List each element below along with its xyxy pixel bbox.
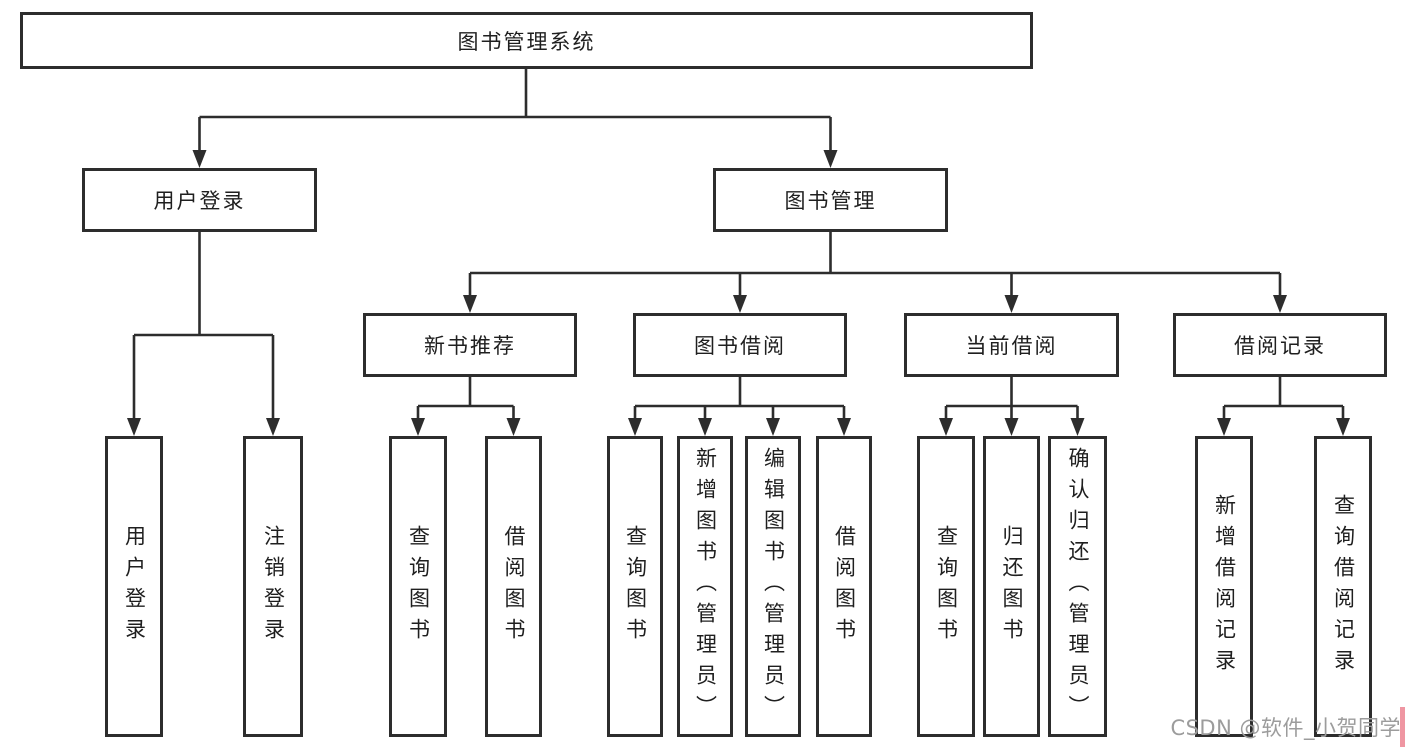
node-borrowing-records-label: 借阅记录 bbox=[1234, 334, 1326, 358]
leaf-query-borrow-record-label: 查询借阅记录 bbox=[1331, 493, 1356, 680]
csdn-watermark: CSDN @软件_小贺同学 bbox=[1170, 716, 1401, 740]
leaf-query-books-recommend: 查询图书 bbox=[389, 436, 447, 737]
leaf-query-books-borrow-label: 查询图书 bbox=[623, 524, 648, 649]
node-book-management: 图书管理 bbox=[713, 168, 948, 232]
leaf-query-books-current: 查询图书 bbox=[917, 436, 975, 737]
node-new-book-recommend-label: 新书推荐 bbox=[424, 334, 516, 358]
leaf-borrow-books-recommend-label: 借阅图书 bbox=[502, 524, 526, 649]
leaf-query-books-current-label: 查询图书 bbox=[934, 524, 959, 649]
leaf-borrow-books-label: 借阅图书 bbox=[832, 524, 857, 649]
leaf-confirm-return-admin-label: 确认归还（管理员） bbox=[1066, 447, 1090, 726]
node-borrowing-records: 借阅记录 bbox=[1173, 313, 1387, 377]
leaf-query-books-recommend-label: 查询图书 bbox=[406, 524, 431, 649]
node-user-login-label: 用户登录 bbox=[153, 189, 246, 213]
node-current-borrowing-label: 当前借阅 bbox=[965, 334, 1058, 358]
arrowheads bbox=[127, 150, 1350, 436]
leaf-logout-label: 注销登录 bbox=[261, 524, 286, 649]
leaf-return-books-label: 归还图书 bbox=[1000, 524, 1024, 649]
leaf-borrow-books-recommend: 借阅图书 bbox=[485, 436, 542, 737]
leaf-return-books: 归还图书 bbox=[983, 436, 1040, 737]
node-new-book-recommend: 新书推荐 bbox=[363, 313, 577, 377]
leaf-logout: 注销登录 bbox=[243, 436, 303, 737]
node-user-login: 用户登录 bbox=[82, 168, 317, 232]
leaf-user-login: 用户登录 bbox=[105, 436, 163, 737]
leaf-confirm-return-admin: 确认归还（管理员） bbox=[1048, 436, 1107, 737]
leaf-user-login-label: 用户登录 bbox=[122, 524, 147, 649]
node-book-management-label: 图书管理 bbox=[784, 189, 877, 213]
node-book-borrowing: 图书借阅 bbox=[633, 313, 847, 377]
leaf-add-borrow-record: 新增借阅记录 bbox=[1195, 436, 1253, 737]
node-current-borrowing: 当前借阅 bbox=[904, 313, 1119, 377]
leaf-add-borrow-record-label: 新增借阅记录 bbox=[1212, 493, 1237, 680]
node-root-label: 图书管理系统 bbox=[457, 29, 596, 54]
leaf-edit-books-admin: 编辑图书（管理员） bbox=[745, 436, 801, 737]
leaf-add-books-admin: 新增图书（管理员） bbox=[677, 436, 733, 737]
node-book-borrowing-label: 图书借阅 bbox=[694, 334, 786, 358]
leaf-edit-books-admin-label: 编辑图书（管理员） bbox=[761, 447, 786, 726]
node-root: 图书管理系统 bbox=[20, 12, 1033, 69]
leaf-add-books-admin-label: 新增图书（管理员） bbox=[693, 447, 718, 726]
pink-corner-strip bbox=[1400, 707, 1405, 747]
leaf-query-borrow-record: 查询借阅记录 bbox=[1314, 436, 1372, 737]
leaf-borrow-books: 借阅图书 bbox=[816, 436, 872, 737]
leaf-query-books-borrow: 查询图书 bbox=[607, 436, 663, 737]
